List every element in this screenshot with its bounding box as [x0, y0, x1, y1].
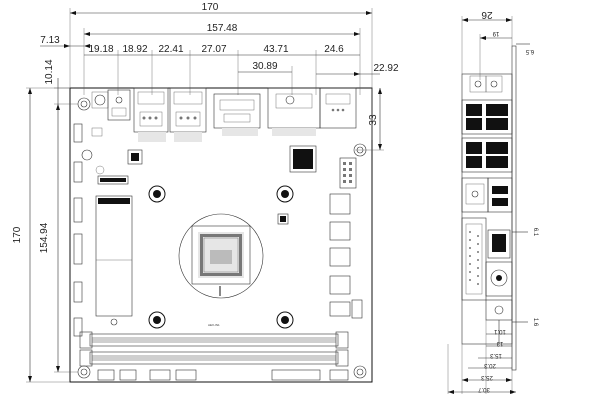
- side-connectors: [461, 75, 513, 344]
- dim-side-1-6: 1.6: [532, 318, 538, 327]
- connector-pins: [138, 128, 316, 142]
- dim-side-19: 19: [492, 30, 499, 36]
- right-dimensions: 33: [355, 88, 384, 151]
- board-side-view: 26 19 6.5 6.1 1.6 10.1 13 15.3: [447, 9, 538, 394]
- side-top-dimensions: 26 19 6.5: [461, 9, 534, 80]
- dim-154-94: 154.94: [39, 222, 50, 253]
- dim-33: 33: [368, 114, 379, 126]
- side-right-dimensions: 6.1 1.6: [512, 228, 538, 327]
- dim-side-30: 30.7: [478, 386, 490, 392]
- side-bottom-dimensions: 10.1 13 15.3 20.3 25.3 30.7: [447, 320, 516, 394]
- dim-side-10: 10.1: [494, 328, 506, 334]
- left-dimensions: 170 154.94 10.14: [12, 59, 78, 383]
- dim-side-15: 15.3: [490, 352, 502, 358]
- dim-22-92: 22.92: [373, 63, 398, 74]
- dim-side-25: 25.3: [481, 374, 493, 380]
- dim-22-41: 22.41: [158, 44, 183, 55]
- top-dimensions: 170 157.48 7.13 19.18 18.92 22.41 27.07: [40, 2, 399, 140]
- dim-overall-width: 170: [202, 2, 219, 13]
- rear-io-connectors: [91, 87, 357, 142]
- dim-side-13: 13: [496, 340, 503, 346]
- dim-side-26: 26: [481, 9, 493, 20]
- chip-small-left: [127, 149, 143, 165]
- dim-18-92: 18.92: [122, 44, 147, 55]
- dim-19-18: 19.18: [88, 44, 113, 55]
- chips: [81, 127, 317, 225]
- left-headers: [73, 123, 83, 337]
- board-front-view: 170 157.48 7.13 19.18 18.92 22.41 27.07: [12, 2, 399, 383]
- bottom-connectors: [97, 369, 349, 381]
- board-marking: AEX-IN1: [208, 323, 220, 327]
- dim-30-89: 30.89: [252, 61, 277, 72]
- chip-io-controller: [289, 145, 317, 173]
- dimm-slot-2: [89, 351, 339, 365]
- dim-side-6-5: 6.5: [525, 48, 534, 54]
- dim-7-13: 7.13: [40, 35, 60, 46]
- board-outline: [69, 87, 373, 383]
- dim-10-14: 10.14: [44, 59, 55, 84]
- m2-slot-top: [97, 175, 129, 185]
- dim-24-6: 24.6: [324, 44, 344, 55]
- m2-slots: [95, 175, 133, 326]
- m2-slot-main: [95, 195, 133, 317]
- dimm-slots: [79, 331, 349, 367]
- side-pcb: [511, 45, 517, 371]
- cpu-socket: [178, 213, 264, 299]
- mounting-holes: [77, 97, 367, 379]
- dim-43-71: 43.71: [263, 44, 288, 55]
- dim-overall-height: 170: [12, 226, 23, 243]
- dimm-slot-1: [89, 333, 339, 347]
- dim-27-07: 27.07: [201, 44, 226, 55]
- right-headers: [329, 157, 363, 319]
- chip-small-right: [277, 213, 289, 225]
- dim-side-20: 20.3: [484, 362, 496, 368]
- dim-side-6-1: 6.1: [532, 228, 538, 237]
- dim-157: 157.48: [207, 23, 238, 34]
